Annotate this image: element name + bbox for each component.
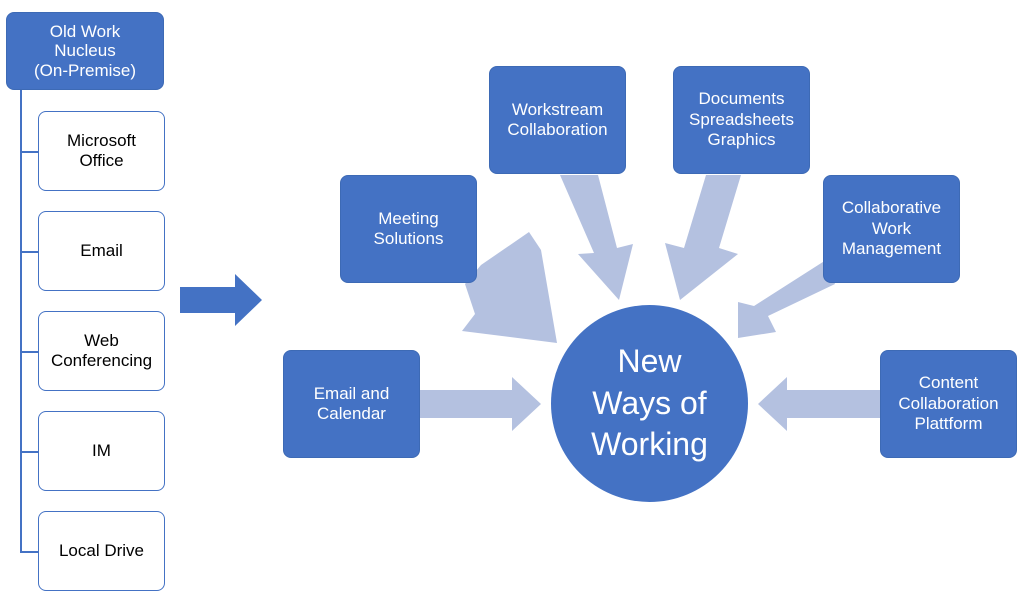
tree-connector-branch xyxy=(20,551,38,553)
node-label: Content Collaboration Plattform xyxy=(898,373,999,434)
old-work-nucleus-title: Old Work Nucleus (On-Premise) xyxy=(33,21,136,80)
arrow-documents xyxy=(665,175,741,300)
node-documents-spreadsheets-graphics: Documents Spreadsheets Graphics xyxy=(673,66,810,174)
old-item-label: Email xyxy=(80,240,123,260)
old-item-microsoft-office: Microsoft Office xyxy=(38,111,165,191)
hub-label: New Ways of Working xyxy=(591,343,708,463)
tree-connector-branch xyxy=(20,451,38,453)
arrow-email-calendar xyxy=(420,377,541,431)
hub-new-ways-of-working: New Ways of Working xyxy=(551,305,748,502)
old-item-label: IM xyxy=(92,440,111,460)
node-label: Documents Spreadsheets Graphics xyxy=(689,89,794,150)
tree-connector-branch xyxy=(20,251,38,253)
transition-arrow xyxy=(180,274,262,326)
arrow-cwm xyxy=(738,260,835,338)
node-email-calendar: Email and Calendar xyxy=(283,350,420,458)
tree-connector-branch xyxy=(20,151,38,153)
old-item-im: IM xyxy=(38,411,165,491)
old-item-label: Microsoft Office xyxy=(67,130,136,170)
node-collaborative-work-management: Collaborative Work Management xyxy=(823,175,960,283)
arrow-workstream xyxy=(560,175,633,300)
node-content-collaboration-platform: Content Collaboration Plattform xyxy=(880,350,1017,458)
old-item-email: Email xyxy=(38,211,165,291)
tree-connector-vertical xyxy=(20,90,22,552)
old-item-label: Web Conferencing xyxy=(50,330,153,370)
node-label: Workstream Collaboration xyxy=(507,99,608,139)
node-label: Meeting Solutions xyxy=(373,208,444,248)
old-item-label: Local Drive xyxy=(58,540,145,560)
node-workstream-collaboration: Workstream Collaboration xyxy=(489,66,626,174)
old-item-web-conferencing: Web Conferencing xyxy=(38,311,165,391)
tree-connector-branch xyxy=(20,351,38,353)
node-label: Email and Calendar xyxy=(313,383,390,423)
node-meeting-solutions: Meeting Solutions xyxy=(340,175,477,283)
old-item-local-drive: Local Drive xyxy=(38,511,165,591)
node-label: Collaborative Work Management xyxy=(841,198,942,259)
old-work-nucleus-box: Old Work Nucleus (On-Premise) xyxy=(6,12,164,90)
arrow-content-collab xyxy=(758,377,880,431)
arrow-meeting xyxy=(462,232,557,343)
